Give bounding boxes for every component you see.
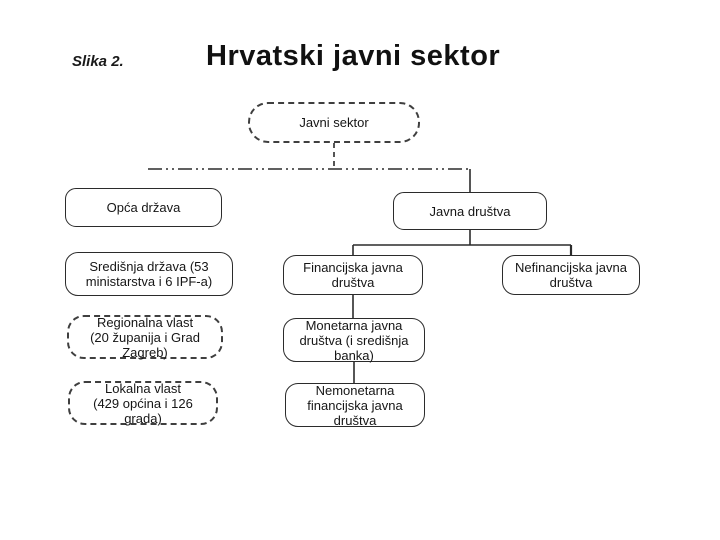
node-regionalna-vlast: Regionalna vlast (20 županija i Grad Zag… — [67, 314, 223, 360]
node-javni-sektor: Javni sektor — [248, 102, 420, 143]
node-sredisnja-drzava-label: Središnja država (53 ministarstva i 6 IP… — [85, 259, 213, 289]
node-javna-drustva-label: Javna društva — [429, 203, 511, 219]
node-nefinancijska-javna-drustva: Nefinancijska javna društva — [502, 255, 640, 295]
figure-caption: Slika 2. — [72, 53, 124, 70]
node-javni-sektor-label: Javni sektor — [299, 115, 369, 130]
node-monetarna-javna-drustva: Monetarna javna društva (i središnja ban… — [283, 317, 425, 363]
node-opca-drzava-label: Opća država — [106, 200, 181, 215]
node-regionalna-label: Regionalna vlast (20 županija i Grad Zag… — [90, 314, 200, 360]
page-title: Hrvatski javni sektor — [206, 40, 501, 72]
node-financijska-label: Financijska javna društva — [303, 260, 403, 290]
node-financijska-javna-drustva: Financijska javna društva — [283, 255, 423, 295]
node-monetarna-label: Monetarna javna društva (i središnja ban… — [299, 317, 409, 363]
node-sredisnja-drzava: Središnja država (53 ministarstva i 6 IP… — [65, 252, 233, 296]
node-lokalna-vlast: Lokalna vlast (429 općina i 126 grada) — [68, 380, 218, 426]
node-javna-drustva: Javna društva — [393, 192, 547, 230]
node-nemonetarna-label: Nemonetarna financijska javna društva — [307, 382, 403, 428]
node-lokalna-label: Lokalna vlast (429 općina i 126 grada) — [93, 380, 193, 426]
node-opca-drzava: Opća država — [65, 188, 222, 227]
node-nemonetarna-javna-drustva: Nemonetarna financijska javna društva — [285, 382, 425, 428]
node-nefinancijska-label: Nefinancijska javna društva — [514, 260, 627, 290]
